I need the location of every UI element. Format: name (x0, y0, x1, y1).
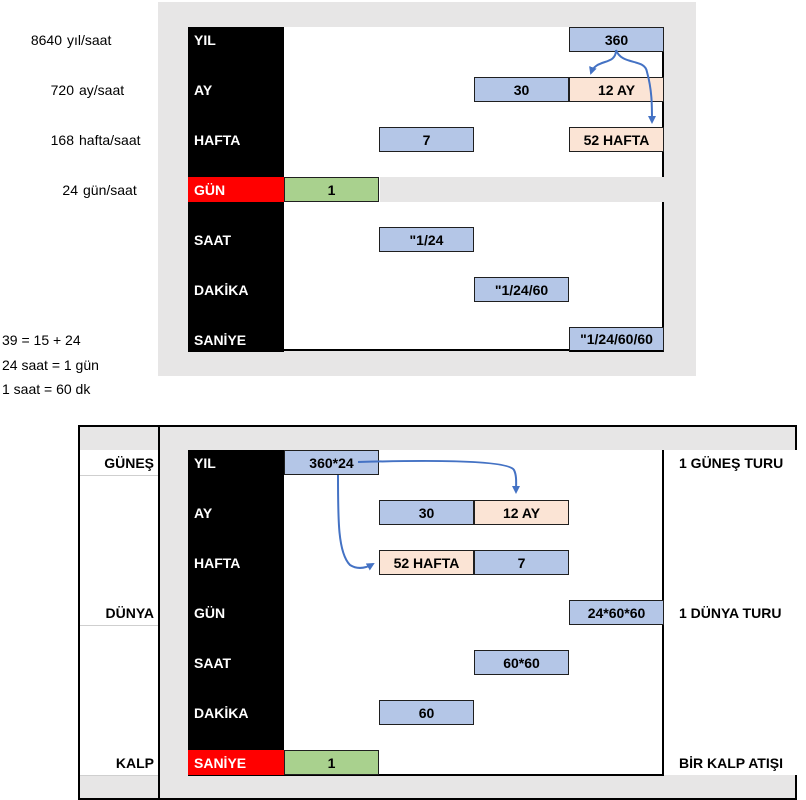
bottom-box-gun: 24*60*60 (569, 600, 664, 625)
top-arrow-to-12ay (589, 49, 617, 75)
bottom-box-dakika: 60 (379, 700, 474, 725)
top-row-dakika-cell (188, 252, 284, 302)
bottom-row-saat-cell (188, 625, 284, 675)
bottom-row-saniye-cell (188, 750, 284, 775)
top-gun-row-highlight (380, 177, 664, 202)
bottom-box-hafta-52: 52 HAFTA (379, 550, 474, 575)
top-row-gun-cell (188, 177, 284, 202)
bottom-left-divider (158, 427, 160, 800)
bottom-row-dakika-cell (188, 675, 284, 725)
bottom-left-separator (80, 775, 158, 776)
bottom-box-ay-30: 30 (379, 500, 474, 525)
top-spacer-cell (188, 152, 284, 177)
top-row-saat-label: SAAT (194, 231, 232, 248)
bottom-row-dakika-label: DAKİKA (194, 704, 249, 721)
top-row-hafta-cell (188, 102, 284, 152)
top-box-saat: "1/24 (379, 227, 474, 252)
top-box-ay-30: 30 (474, 77, 569, 102)
top-row-hafta-label: HAFTA (194, 131, 241, 148)
top-rate-gun-unit: gün/saat (83, 182, 137, 198)
top-rate-gun: 24 (62, 182, 78, 198)
bottom-row-gun-cell (188, 575, 284, 625)
bottom-row-yil-label: YIL (194, 454, 216, 471)
top-row-gun-label: GÜN (194, 181, 226, 198)
bottom-box-saniye-1: 1 (284, 750, 379, 775)
bottom-left-label-area (80, 450, 158, 775)
bottom-left-separator (80, 625, 158, 626)
top-box-gun-1: 1 (284, 177, 379, 202)
bottom-right-label-area (664, 450, 797, 775)
top-rate-yil-unit: yıl/saat (67, 32, 112, 48)
top-rate-hafta-unit: hafta/saat (79, 132, 141, 148)
top-row-yil-cell (188, 27, 284, 52)
top-box-hafta-52: 52 HAFTA (569, 127, 664, 152)
bottom-row-hafta-cell (188, 525, 284, 575)
top-row-saat-cell (188, 202, 284, 252)
bottom-bottom-border (78, 798, 797, 800)
bottom-row-hafta-label: HAFTA (194, 554, 241, 571)
bottom-spacer-cell (188, 725, 284, 750)
bottom-arrow-to-12ay (357, 459, 521, 494)
top-box-yil-360: 360 (569, 27, 664, 52)
top-rate-ay: 720 (50, 82, 74, 98)
bottom-label-dunya-turu: 1 DÜNYA TURU (679, 605, 782, 621)
bottom-left-separator (80, 475, 158, 476)
bottom-box-hafta-7: 7 (474, 550, 569, 575)
bottom-row-ay-label: AY (194, 504, 213, 521)
top-box-hafta-7: 7 (379, 127, 474, 152)
top-row-ay-label: AY (194, 81, 213, 98)
bottom-grid-bottom (188, 774, 664, 776)
top-box-saniye: "1/24/60/60 (569, 327, 664, 352)
bottom-box-ay-12: 12 AY (474, 500, 569, 525)
note-line-3: 1 saat = 60 dk (2, 381, 91, 397)
top-row-yil-label: YIL (194, 31, 216, 48)
bottom-label-kalp-atisi: BİR KALP ATIŞI (679, 755, 783, 771)
top-row-saniye-cell (188, 302, 284, 352)
bottom-row-saat-label: SAAT (194, 654, 232, 671)
bottom-label-dunya: DÜNYA (105, 605, 155, 621)
top-rate-hafta: 168 (50, 132, 74, 148)
top-rate-yil: 8640 (30, 32, 62, 48)
top-row-saniye-label: SANİYE (194, 331, 247, 348)
note-line-2: 24 saat = 1 gün (2, 357, 99, 373)
bottom-label-kalp: KALP (115, 755, 154, 771)
bottom-label-gunes: GÜNEŞ (104, 455, 154, 471)
bottom-label-gunes-turu: 1 GÜNEŞ TURU (679, 455, 784, 471)
bottom-row-gun-label: GÜN (194, 604, 226, 621)
top-rate-ay-unit: ay/saat (79, 82, 125, 98)
bottom-row-yil-cell (188, 450, 284, 475)
note-line-1: 39 = 15 + 24 (2, 332, 81, 348)
top-box-dakika: "1/24/60 (474, 277, 569, 302)
bottom-box-saat: 60*60 (474, 650, 569, 675)
top-row-dakika-label: DAKİKA (194, 281, 249, 298)
top-arrow-to-52hafta (615, 49, 656, 124)
bottom-row-saniye-label: SANİYE (194, 754, 247, 771)
bottom-row-ay-cell (188, 475, 284, 525)
top-row-ay-cell (188, 52, 284, 102)
bottom-arrow-to-52hafta (337, 474, 375, 571)
